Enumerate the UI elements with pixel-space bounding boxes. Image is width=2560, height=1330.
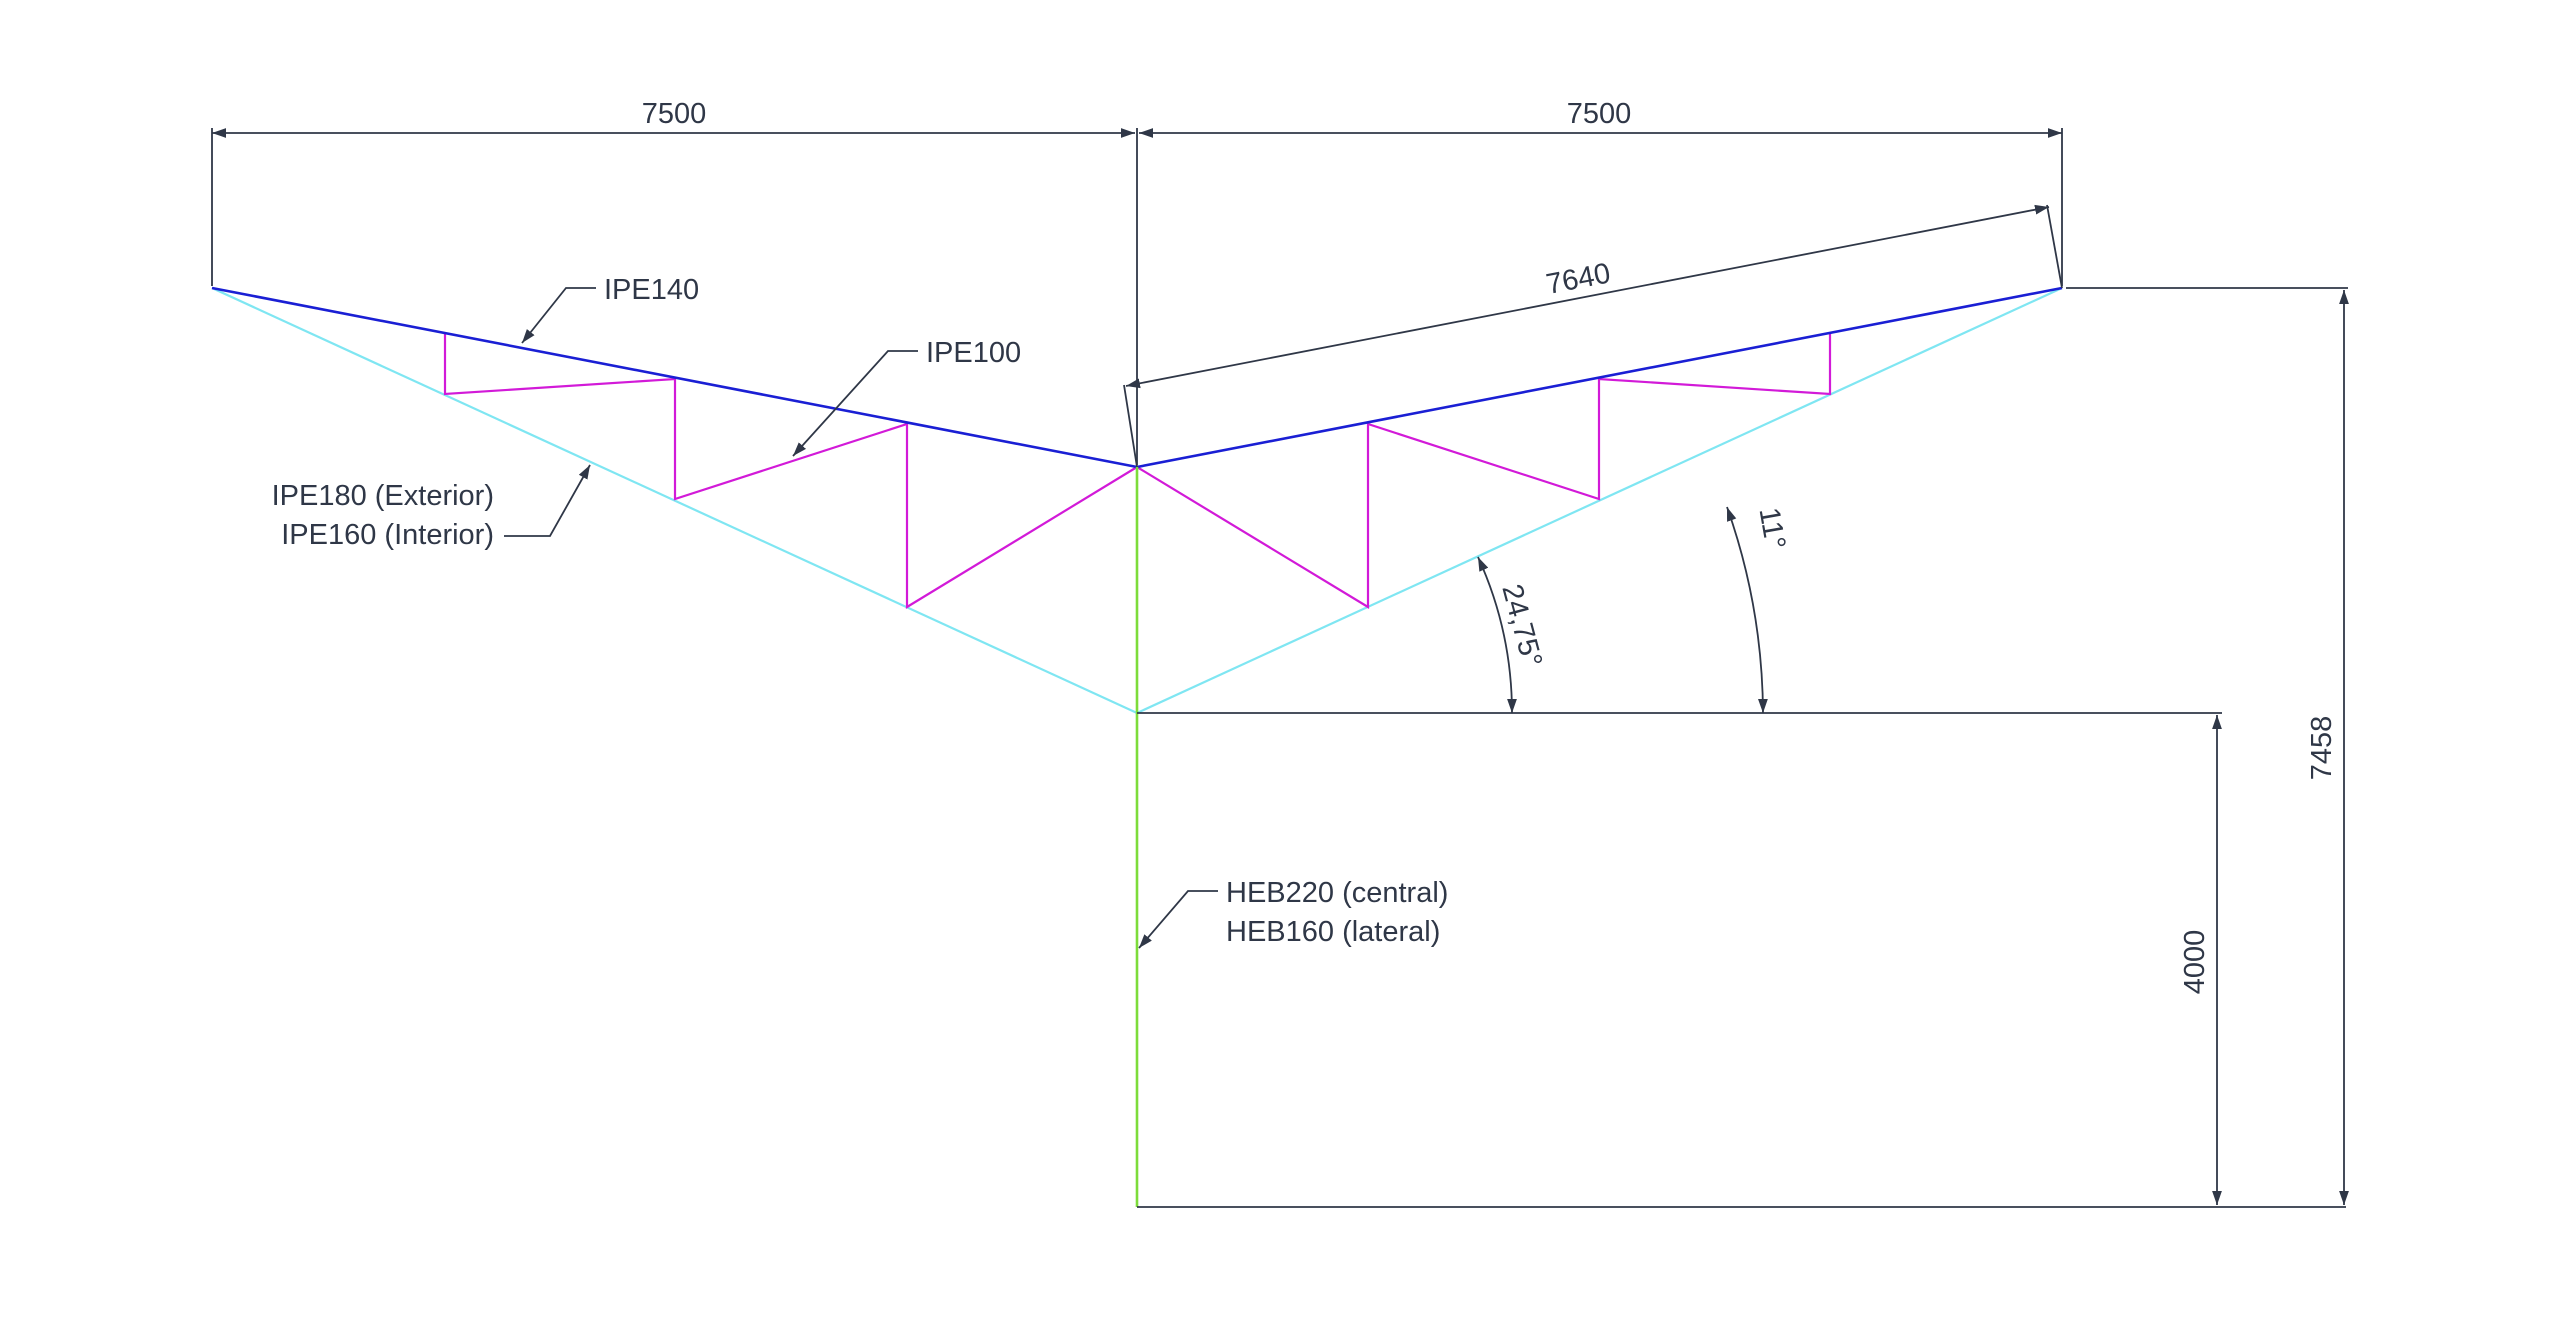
top-chord-label: IPE140 bbox=[604, 274, 699, 306]
left-span-label: 7500 bbox=[642, 98, 707, 130]
angle-24-75-label: 24,75° bbox=[1495, 581, 1548, 671]
web-label: IPE100 bbox=[926, 337, 1021, 369]
top-chord-leader bbox=[521, 287, 596, 344]
angle-dimensions: 11° 24,75° bbox=[1137, 505, 2222, 714]
bottom-chord-left bbox=[211, 287, 1138, 714]
bottom-chord-label-line1: IPE180 (Exterior) bbox=[272, 480, 494, 512]
member-labels: IPE140 IPE100 IPE180 (Exterior) IPE160 (… bbox=[272, 274, 1448, 949]
total-height-label: 7458 bbox=[2306, 716, 2338, 781]
rafter-dimension-line bbox=[1125, 204, 2050, 389]
angle-arc-11 bbox=[1726, 506, 1768, 714]
top-chord-left bbox=[211, 286, 1138, 469]
column-leader bbox=[1138, 890, 1218, 949]
rafter-extension-center bbox=[1123, 384, 1138, 468]
angle-11-label: 11° bbox=[1752, 505, 1791, 552]
vertical-dimensions: 4000 7458 bbox=[1137, 287, 2349, 1208]
web-members-left bbox=[443, 333, 1138, 609]
column-label-line2: HEB160 (lateral) bbox=[1226, 916, 1440, 948]
rafter-extension-right bbox=[2046, 204, 2063, 289]
web-members bbox=[443, 333, 1832, 609]
rafter-length-dimension: 7640 bbox=[1123, 204, 2063, 468]
angle-arc-24-75 bbox=[1477, 556, 1517, 714]
bottom-chord-leader bbox=[504, 464, 591, 537]
column-label-line1: HEB220 (central) bbox=[1226, 877, 1448, 909]
web-leader bbox=[792, 350, 918, 457]
right-span-label: 7500 bbox=[1567, 98, 1632, 130]
web-members-right bbox=[1136, 333, 1832, 609]
bottom-chord-right bbox=[1136, 287, 2063, 714]
bottom-chord-label-line2: IPE160 (Interior) bbox=[281, 519, 494, 551]
column-height-label: 4000 bbox=[2179, 930, 2211, 995]
span-dimensions: 7500 7500 bbox=[211, 98, 2063, 465]
